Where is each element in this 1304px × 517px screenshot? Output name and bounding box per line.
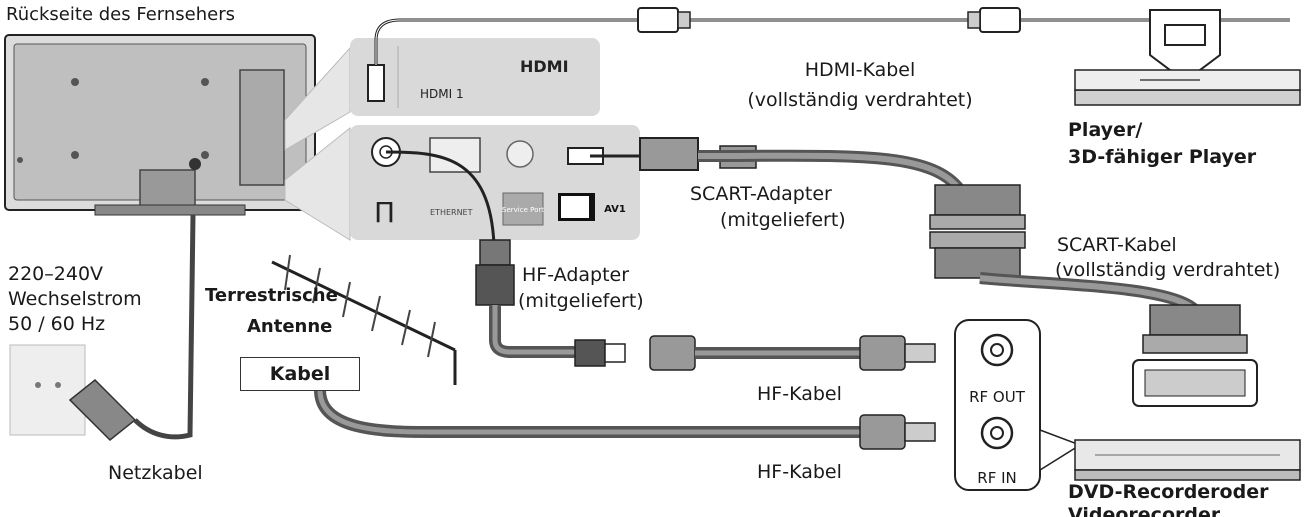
recorder-label-line2: Videorecorder <box>1068 504 1221 517</box>
hdmi-cable-label-line2: (vollständig verdrahtet) <box>747 89 973 111</box>
tv-back-illustration <box>4 34 316 216</box>
recorder-device <box>1074 439 1301 481</box>
rf-out-label: RF OUT <box>969 388 1026 406</box>
player-label-line2: 3D-fähiger Player <box>1068 146 1257 168</box>
rf-in-label: RF IN <box>977 469 1016 487</box>
rf-panel: RF OUT RF IN <box>954 319 1082 491</box>
recorder-label-line1: DVD-Recorderoder <box>1068 481 1269 503</box>
hf-cable-label-top: HF-Kabel <box>757 383 842 405</box>
av1-badge: AV1 <box>604 204 626 215</box>
av-port-panel: Π ETHERNET Service Port AV1 <box>350 125 640 240</box>
hdmi-cable-label-line1: HDMI-Kabel <box>804 59 916 81</box>
power-socket <box>9 214 196 442</box>
hdmi-port-panel: HDMI HDMI 1 <box>350 38 600 116</box>
scart-adapter-label-line2: (mitgeliefert) <box>720 209 846 231</box>
hdmi-cable <box>374 7 1290 65</box>
service-port-label: Service Port <box>502 206 544 214</box>
scart-cable-label-line2: (vollständig verdrahtet) <box>1055 259 1281 281</box>
hdmi-logo: HDMI <box>520 57 569 76</box>
antenna-icon <box>271 254 457 385</box>
scart-cable-label-line1: SCART-Kabel <box>1057 234 1177 256</box>
antenna-label-line1: Terrestrische <box>205 285 338 306</box>
antenna-label-line2: Antenne <box>247 316 333 337</box>
hf-adapter-label-line1: HF-Adapter <box>522 264 630 286</box>
cable-box: Kabel <box>240 357 360 391</box>
tv-back-title: Rückseite des Fernsehers <box>6 4 235 25</box>
ethernet-label: ETHERNET <box>430 208 473 217</box>
power-spec-line3: 50 / 60 Hz <box>8 313 106 335</box>
svg-text:Π: Π <box>374 196 395 229</box>
player-device <box>1074 9 1301 106</box>
hf-cable-label-bottom: HF-Kabel <box>757 461 842 483</box>
scart-adapter-label-line1: SCART-Adapter <box>690 183 832 205</box>
hf-adapter-label-line2: (mitgeliefert) <box>518 290 644 312</box>
power-cable-label: Netzkabel <box>108 462 203 484</box>
power-spec-line2: Wechselstrom <box>8 288 142 310</box>
hf-cables <box>314 150 936 450</box>
hdmi-port-label: HDMI 1 <box>420 87 464 101</box>
player-label-line1: Player/ <box>1068 119 1143 141</box>
power-spec-line1: 220–240V <box>8 263 104 285</box>
scart-cable <box>590 137 1258 407</box>
